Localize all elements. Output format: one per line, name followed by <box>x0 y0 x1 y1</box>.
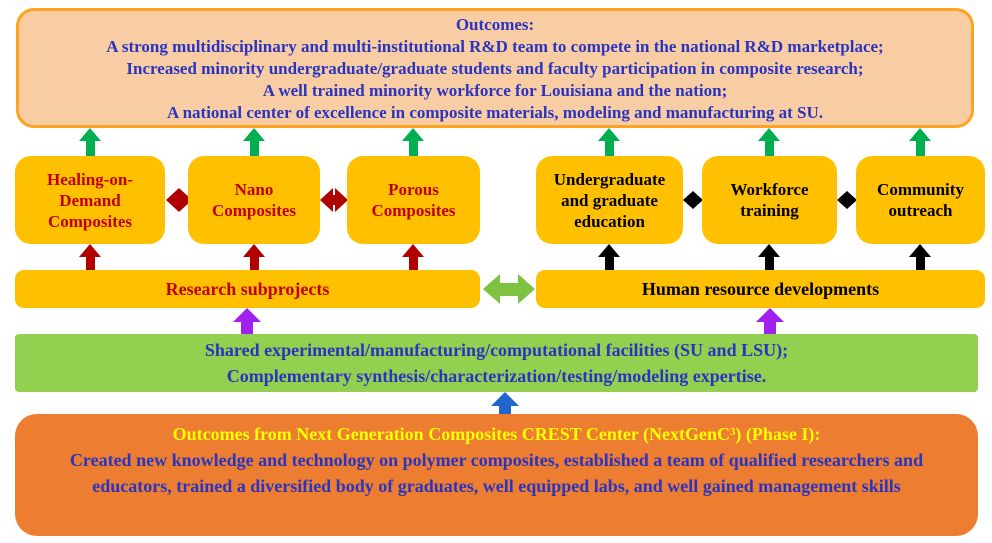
outcomes-line: A national center of excellence in compo… <box>166 103 824 122</box>
box-porous-composites: Porous Composites <box>347 156 480 244</box>
black-double-arrow-icon <box>837 190 857 210</box>
purple-up-arrow-icon <box>233 308 261 334</box>
outcomes-box: Outcomes: A strong multidisciplinary and… <box>16 8 974 128</box>
outcomes-line: A well trained minority workforce for Lo… <box>262 81 728 100</box>
green-up-arrow-icon <box>598 128 620 156</box>
outcomes-title: Outcomes: <box>455 15 535 34</box>
box-label: Community outreach <box>877 180 964 220</box>
red-up-arrow-icon <box>243 244 265 270</box>
red-up-arrow-icon <box>402 244 424 270</box>
box-community-outreach: Community outreach <box>856 156 985 244</box>
bar-label: Research subprojects <box>165 278 330 299</box>
phase1-body: Created new knowledge and technology on … <box>69 450 924 496</box>
purple-up-arrow-icon <box>756 308 784 334</box>
green-up-arrow-icon <box>758 128 780 156</box>
box-label: Workforce training <box>730 180 809 220</box>
facilities-line: Complementary synthesis/characterization… <box>226 366 767 386</box>
green-up-arrow-icon <box>243 128 265 156</box>
box-workforce-training: Workforce training <box>702 156 837 244</box>
green-up-arrow-icon <box>909 128 931 156</box>
red-double-arrow-icon <box>320 188 348 212</box>
box-healing-on-demand-composites: Healing-on-Demand Composites <box>15 156 165 244</box>
green-double-arrow-icon <box>483 272 535 306</box>
outcomes-line: A strong multidisciplinary and multi-ins… <box>106 37 884 56</box>
phase1-title: Outcomes from Next Generation Composites… <box>172 424 821 444</box>
box-label: Porous Composites <box>371 180 456 220</box>
black-up-arrow-icon <box>598 244 620 270</box>
facilities-line: Shared experimental/manufacturing/comput… <box>204 340 789 360</box>
box-undergraduate-graduate-education: Undergraduate and graduate education <box>536 156 683 244</box>
red-up-arrow-icon <box>79 244 101 270</box>
research-subprojects-bar: Research subprojects <box>15 270 480 308</box>
black-up-arrow-icon <box>909 244 931 270</box>
green-up-arrow-icon <box>402 128 424 156</box>
phase1-outcomes-box: Outcomes from Next Generation Composites… <box>15 414 978 536</box>
box-label: Healing-on-Demand Composites <box>47 169 133 231</box>
bar-label: Human resource developments <box>641 278 880 299</box>
human-resource-developments-bar: Human resource developments <box>536 270 985 308</box>
green-up-arrow-icon <box>79 128 101 156</box>
box-label: Undergraduate and graduate education <box>553 169 666 231</box>
black-double-arrow-icon <box>683 190 703 210</box>
box-nano-composites: Nano Composites <box>188 156 320 244</box>
outcomes-line: Increased minority undergraduate/graduat… <box>126 59 864 78</box>
shared-facilities-bar: Shared experimental/manufacturing/comput… <box>15 334 978 392</box>
blue-up-arrow-icon <box>491 392 519 414</box>
black-up-arrow-icon <box>758 244 780 270</box>
box-label: Nano Composites <box>211 180 297 220</box>
